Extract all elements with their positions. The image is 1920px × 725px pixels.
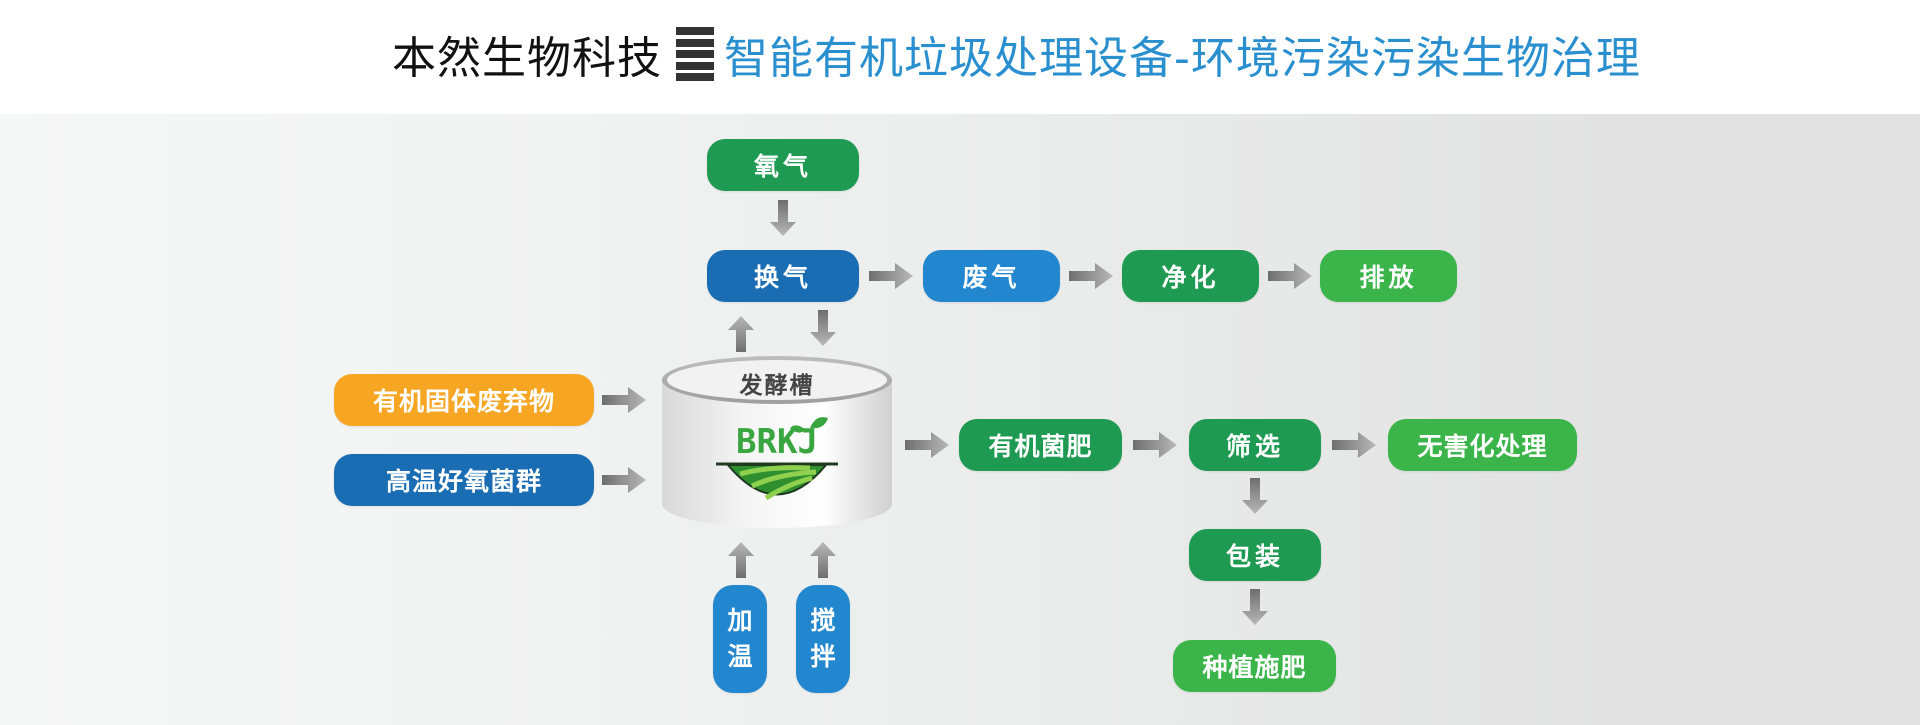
arrow-ventilation-to-exhaust — [869, 263, 913, 289]
arrow-bacteria-to-tank — [602, 467, 646, 493]
flow-diagram: 氧气 换气 废气 净化 排放 有机固体废弃物 高温好氧菌群 有机菌肥 筛选 无害… — [0, 114, 1920, 725]
node-packaging: 包装 — [1189, 529, 1321, 581]
brand-logo: BRKJ — [660, 414, 894, 514]
arrow-stirring-to-tank — [810, 542, 836, 578]
node-oxygen: 氧气 — [707, 139, 859, 191]
node-purification: 净化 — [1122, 250, 1259, 302]
node-exhaust-gas: 废气 — [923, 250, 1060, 302]
node-label: 无害化处理 — [1417, 432, 1548, 461]
node-screening: 筛选 — [1189, 419, 1321, 471]
node-label: 拌 — [810, 642, 836, 671]
node-label: 废气 — [962, 263, 1021, 292]
node-label: 氧气 — [753, 152, 812, 181]
node-label: 换气 — [753, 263, 812, 292]
node-label: 搅 — [810, 606, 836, 635]
arrow-ventilation-to-tank — [810, 310, 836, 346]
node-harmless-treatment: 无害化处理 — [1388, 419, 1577, 471]
node-discharge: 排放 — [1320, 250, 1457, 302]
node-label: 有机固体废弃物 — [372, 387, 555, 416]
node-label: 排放 — [1359, 263, 1418, 292]
node-label: 加 — [727, 606, 753, 635]
node-label: 温 — [727, 642, 753, 671]
arrow-packaging-to-planting — [1242, 589, 1268, 625]
tank-label: 发酵槽 — [739, 373, 815, 399]
arrow-tank-to-fertilizer — [905, 432, 949, 458]
title-separator-icon — [676, 27, 714, 81]
node-thermophilic-bacteria: 高温好氧菌群 — [334, 454, 594, 506]
arrow-purification-to-discharge — [1268, 263, 1312, 289]
node-label: 包装 — [1225, 542, 1284, 571]
node-label: 有机菌肥 — [988, 432, 1093, 461]
node-ventilation: 换气 — [707, 250, 859, 302]
fermentation-tank — [660, 354, 894, 534]
arrow-fertilizer-to-screening — [1133, 432, 1177, 458]
arrow-waste-to-tank — [602, 387, 646, 413]
node-stirring: 搅 拌 — [796, 585, 850, 693]
node-label: 种植施肥 — [1202, 653, 1307, 682]
tank-icon — [662, 356, 892, 528]
arrows-layer — [602, 200, 1376, 625]
node-organic-waste: 有机固体废弃物 — [334, 374, 594, 426]
title-text: 智能有机垃圾处理设备-环境污染污染生物治理 — [724, 33, 1641, 84]
node-organic-fertilizer: 有机菌肥 — [959, 419, 1122, 471]
arrow-exhaust-to-purification — [1069, 263, 1113, 289]
header: 本然生物科技 智能有机垃圾处理设备-环境污染污染生物治理 — [0, 0, 1920, 114]
arrow-screening-to-packaging — [1242, 478, 1268, 514]
logo-text: BRKJ — [736, 422, 818, 462]
leaf-field-icon — [716, 417, 838, 501]
node-label: 筛选 — [1225, 432, 1284, 461]
arrow-heating-to-tank — [728, 542, 754, 578]
page-title: 本然生物科技 智能有机垃圾处理设备-环境污染污染生物治理 — [392, 22, 1641, 86]
arrow-tank-to-ventilation — [728, 316, 754, 352]
node-planting-fertilization: 种植施肥 — [1173, 640, 1336, 692]
arrow-screening-to-harmless — [1332, 432, 1376, 458]
node-label: 净化 — [1161, 263, 1220, 292]
node-heating: 加 温 — [713, 585, 767, 693]
company-name: 本然生物科技 — [392, 33, 662, 84]
node-label: 高温好氧菌群 — [385, 467, 542, 496]
arrow-oxygen-to-ventilation — [770, 200, 796, 236]
